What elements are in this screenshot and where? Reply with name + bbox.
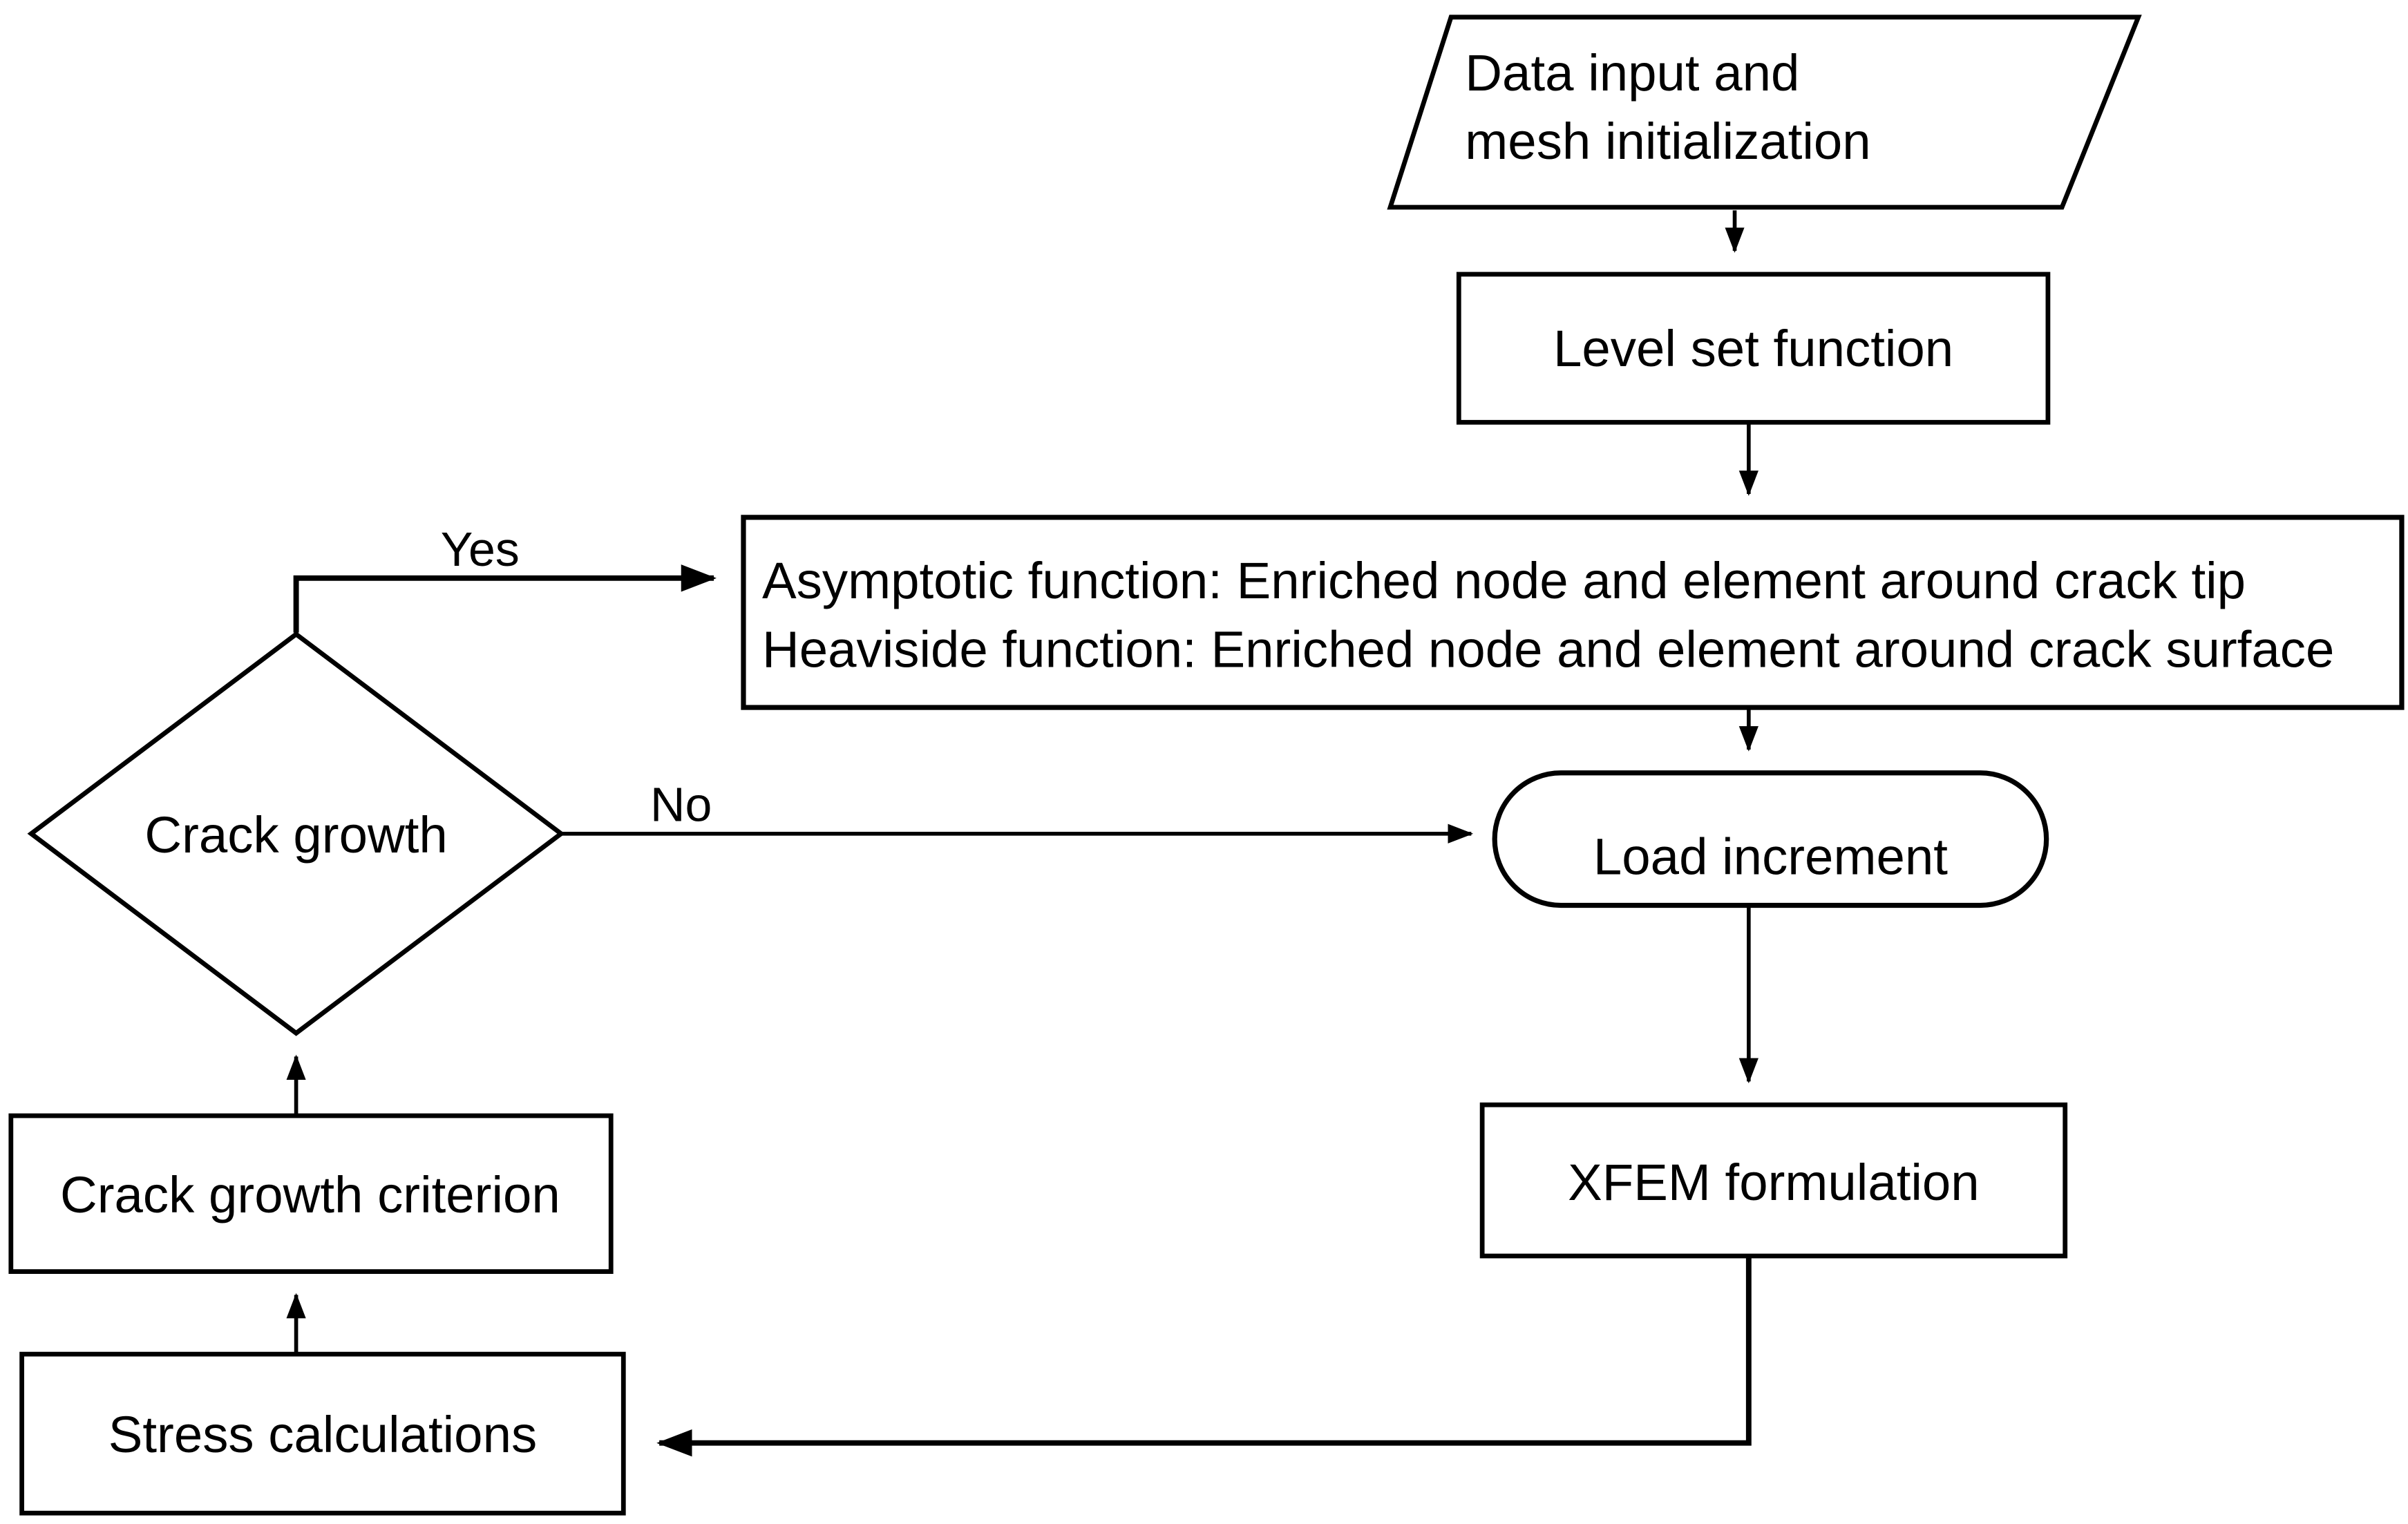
decision-label: Crack growth bbox=[144, 806, 447, 864]
enrichment-label-line2: Heaviside function: Enriched node and el… bbox=[762, 620, 2334, 678]
data-input-label-line2: mesh initialization bbox=[1465, 113, 1870, 170]
xfem-label: XFEM formulation bbox=[1568, 1154, 1980, 1211]
criterion-label: Crack growth criterion bbox=[60, 1166, 560, 1223]
node-level-set-box bbox=[1456, 272, 2051, 425]
no-edge-label: No bbox=[650, 778, 712, 832]
load-increment-label: Load increment bbox=[1593, 828, 1948, 885]
level-set-label: Level set function bbox=[1553, 320, 1953, 377]
data-input-label-line1: Data input and bbox=[1465, 44, 1799, 102]
node-data-input-parallelogram bbox=[1387, 15, 2142, 210]
enrichment-label-line1: Asymptotic function: Enriched node and e… bbox=[762, 552, 2246, 609]
yes-edge-label: Yes bbox=[441, 522, 520, 576]
node-criterion-box bbox=[8, 1113, 614, 1274]
node-stress-box bbox=[19, 1351, 626, 1516]
node-enrichment-box bbox=[741, 515, 2405, 710]
edge-decision-yes-to-enrichment bbox=[293, 564, 717, 633]
node-xfem-box bbox=[1479, 1102, 2068, 1259]
edge-xfem-to-stress-feedback bbox=[656, 1257, 1752, 1457]
node-decision-diamond bbox=[27, 631, 565, 1036]
node-load-increment-stadium bbox=[1492, 770, 2049, 908]
stress-label: Stress calculations bbox=[108, 1406, 537, 1463]
